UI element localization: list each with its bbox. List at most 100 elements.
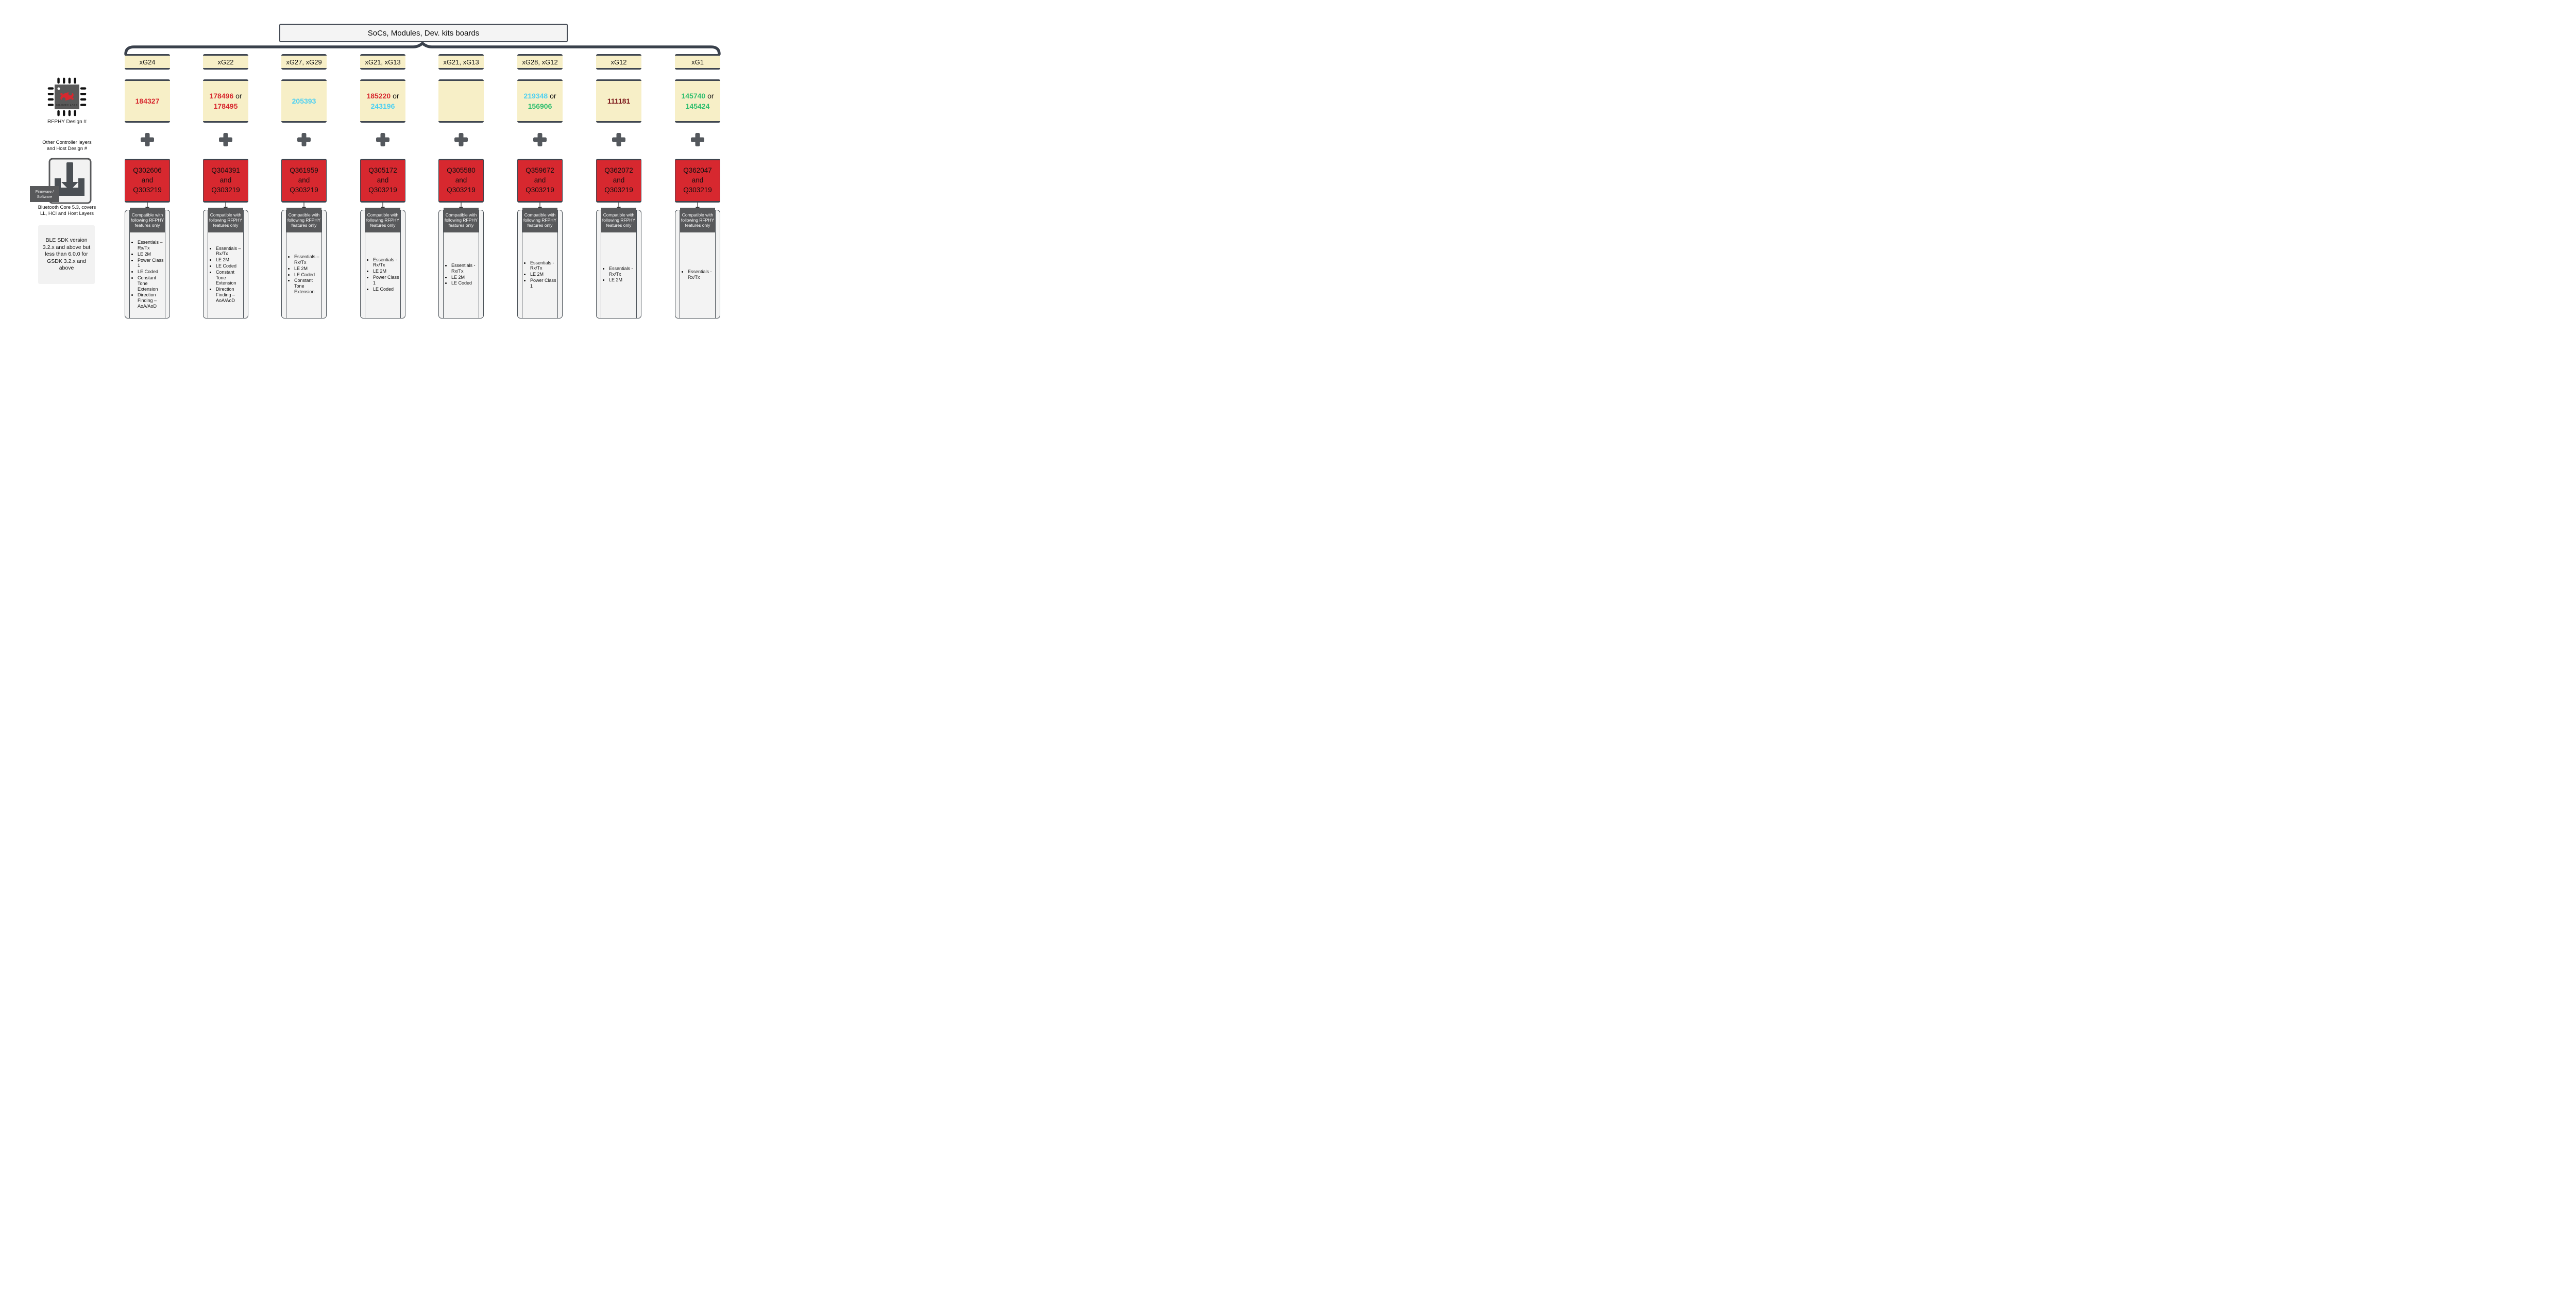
- sdk-note-box: BLE SDK version 3.2.x and above but less…: [38, 225, 95, 284]
- column-header-label: xG21, xG13: [443, 58, 479, 66]
- design-number: or: [391, 91, 399, 100]
- design-number: 145424: [685, 102, 710, 110]
- column-header-label: xG1: [691, 58, 704, 66]
- feature-item: LE 2M: [451, 275, 478, 280]
- features-scroll: Compatible with following RFPHY features…: [203, 208, 248, 319]
- feature-item: Power Class 1: [530, 278, 556, 289]
- column-header: xG21, xG13: [360, 54, 405, 70]
- features-scroll: Compatible with following RFPHY features…: [438, 208, 484, 319]
- firmware-label-box: [30, 186, 59, 202]
- features-scroll: Compatible with following RFPHY features…: [517, 208, 563, 319]
- tray-shape: [55, 178, 84, 196]
- feature-item: Essentials - Rx/Tx: [530, 260, 556, 272]
- column-header: xG28, xG12: [517, 54, 563, 70]
- product-column: xG28, xG12 219348 or 156906 Q359672 and Q…: [517, 54, 563, 319]
- feature-item: Essentials - Rx/Tx: [451, 263, 478, 274]
- column-header-label: xG22: [217, 58, 234, 66]
- feature-item: Essentials - Rx/Tx: [373, 257, 399, 269]
- feature-item: Power Class 1: [138, 258, 164, 269]
- design-number: 178496: [209, 91, 234, 100]
- design-number: 178495: [213, 102, 238, 110]
- feature-item: LE Coded: [294, 272, 320, 278]
- features-list: Essentials – Rx/TxLE 2MLE CodedConstant …: [208, 246, 243, 304]
- diagram-canvas: SoCs, Modules, Dev. kits boards SILICON …: [0, 0, 740, 327]
- feature-item: Essentials - Rx/Tx: [609, 266, 635, 277]
- design-number-line: 184327: [135, 96, 160, 106]
- features-area: Essentials - Rx/Tx: [680, 233, 715, 316]
- design-number-line: 243196: [371, 101, 395, 111]
- column-header: xG21, xG13: [438, 54, 484, 70]
- rfphy-design-box: 111181: [596, 79, 641, 123]
- scroll-right-rail: [400, 210, 401, 318]
- features-area: Essentials - Rx/TxLE 2MLE Coded: [444, 233, 479, 316]
- plus-icon: [141, 133, 154, 146]
- design-number: 219348: [523, 91, 548, 100]
- page-title: SoCs, Modules, Dev. kits boards: [367, 28, 480, 38]
- features-scroll: Compatible with following RFPHY features…: [360, 208, 405, 319]
- qualification-ids: Q302606 and Q303219: [133, 166, 162, 194]
- column-header: xG22: [203, 54, 248, 70]
- design-number: or: [548, 91, 556, 100]
- features-header: Compatible with following RFPHY features…: [522, 208, 557, 232]
- features-area: Essentials – Rx/TxLE 2MLE CodedConstant …: [286, 233, 321, 316]
- column-header: xG12: [596, 54, 641, 70]
- feature-item: LE 2M: [373, 269, 399, 274]
- qualification-box: Q361959 and Q303219: [281, 159, 327, 203]
- scroll-left-rail: [129, 210, 130, 318]
- bluetooth-core-label: Bluetooth Core 5.3, covers LL, HCI and H…: [38, 205, 96, 216]
- feature-item: Essentials - Rx/Tx: [688, 269, 714, 280]
- feature-item: LE Coded: [216, 263, 242, 269]
- features-header: Compatible with following RFPHY features…: [601, 208, 636, 232]
- qualification-box: Q302606 and Q303219: [125, 159, 170, 203]
- silicon-labs-chip-icon: SILICON LABS: [47, 77, 87, 116]
- feature-item: LE 2M: [530, 272, 556, 277]
- title-box: SoCs, Modules, Dev. kits boards: [279, 24, 568, 42]
- design-number: or: [705, 91, 714, 100]
- feature-item: LE 2M: [609, 277, 635, 283]
- column-header-label: xG24: [139, 58, 156, 66]
- rfphy-design-box: 205393: [281, 79, 327, 123]
- chip-logo-text: SILICON LABS: [56, 104, 78, 106]
- features-header: Compatible with following RFPHY features…: [444, 208, 479, 232]
- features-list: Essentials - Rx/TxLE 2M: [601, 266, 636, 283]
- features-list: Essentials - Rx/TxLE 2MLE Coded: [444, 263, 479, 287]
- feature-item: Constant Tone Extension: [138, 275, 164, 292]
- down-arrow-shaft: [66, 162, 73, 183]
- design-number-line: 185220 or: [366, 91, 399, 101]
- column-header-label: xG21, xG13: [365, 58, 401, 66]
- plus-icon: [612, 133, 625, 146]
- design-number-line: 145424: [686, 101, 710, 111]
- features-area: Essentials - Rx/TxLE 2MPower Class 1LE C…: [365, 233, 400, 316]
- feature-item: LE 2M: [138, 252, 164, 257]
- scroll-left-rail: [443, 210, 444, 318]
- feature-item: Essentials – Rx/Tx: [138, 240, 164, 251]
- features-header: Compatible with following RFPHY features…: [365, 208, 400, 232]
- scroll-right-rail: [557, 210, 558, 318]
- column-header-label: xG27, xG29: [286, 58, 322, 66]
- feature-item: LE 2M: [216, 257, 242, 263]
- silicon-labs-logo: [60, 92, 74, 101]
- plus-icon: [219, 133, 232, 146]
- rfphy-design-box: 184327: [125, 79, 170, 123]
- features-list: Essentials - Rx/Tx: [680, 269, 715, 281]
- firmware-label-line1: Firmware /: [36, 189, 54, 194]
- design-number: 156906: [528, 102, 552, 110]
- scroll-right-rail: [715, 210, 716, 318]
- rfphy-design-box: 178496 or 178495: [203, 79, 248, 123]
- qualification-ids: Q359672 and Q303219: [526, 166, 554, 194]
- plus-icon: [533, 133, 547, 146]
- qualification-box: Q359672 and Q303219: [517, 159, 563, 203]
- features-scroll: Compatible with following RFPHY features…: [281, 208, 327, 319]
- rfphy-design-box: [438, 79, 484, 123]
- features-area: Essentials - Rx/TxLE 2MPower Class 1: [522, 233, 557, 316]
- features-scroll: Compatible with following RFPHY features…: [675, 208, 720, 319]
- plus-icon: [454, 133, 468, 146]
- controller-host-label: Other Controller layers and Host Design …: [42, 140, 92, 152]
- qualification-box: Q362047 and Q303219: [675, 159, 720, 203]
- feature-item: Constant Tone Extension: [294, 278, 320, 294]
- sdk-note-text: BLE SDK version 3.2.x and above but less…: [42, 237, 91, 272]
- design-number: or: [233, 91, 242, 100]
